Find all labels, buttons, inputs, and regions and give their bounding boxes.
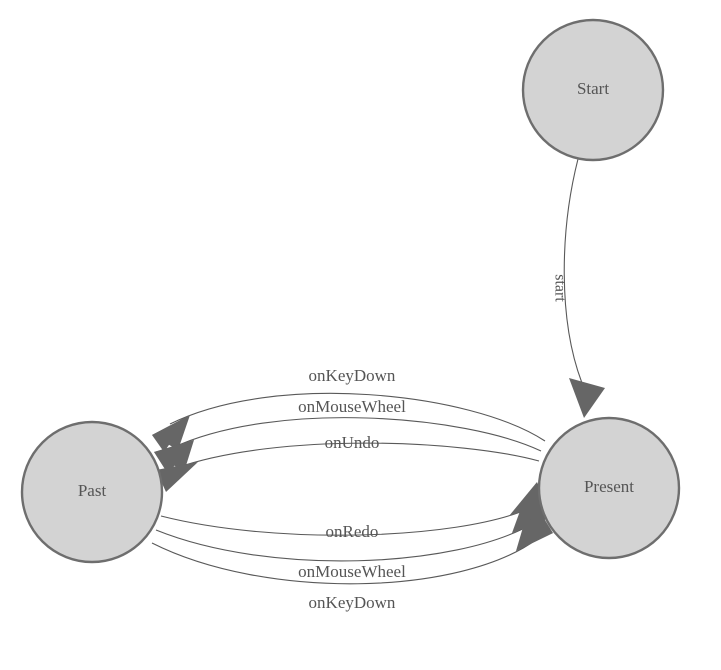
node-past-circle[interactable] [20, 420, 164, 564]
edge-path-e5 [155, 523, 533, 562]
edge-past-to-present-onredo[interactable]: onRedo [160, 482, 547, 541]
edge-arrowhead-e3 [156, 462, 198, 492]
node-present-circle[interactable] [537, 416, 681, 560]
edge-label-e2: onMouseWheel [298, 397, 406, 416]
node-present[interactable]: Present [537, 416, 681, 560]
edge-present-to-past-onundo[interactable]: onUndo [156, 433, 540, 492]
edge-past-to-present-onkeydown[interactable]: onKeyDown [151, 512, 553, 612]
edge-start-to-present[interactable]: start [551, 158, 605, 418]
edge-label-e4: onRedo [326, 522, 379, 541]
edge-past-to-present-onmousewheel[interactable]: onMouseWheel [155, 497, 549, 581]
edge-path-e3 [175, 442, 540, 469]
node-start[interactable]: Start [521, 18, 665, 162]
edge-label-e3: onUndo [325, 433, 380, 452]
edge-path-e2 [171, 417, 542, 452]
edge-path-e6 [151, 538, 538, 585]
edge-path-e1 [169, 392, 546, 442]
edge-arrowhead-e2b [154, 440, 194, 472]
edge-arrowhead-e5b [512, 500, 549, 533]
edge-arrowhead-e6b [516, 517, 553, 551]
edge-label-e1: onKeyDown [309, 366, 396, 385]
edge-label-e6: onKeyDown [309, 593, 396, 612]
edge-arrowhead-e4 [509, 482, 547, 516]
edge-arrowhead-e1b [152, 415, 190, 450]
edge-label-start: start [551, 274, 568, 302]
edge-path-e4 [160, 508, 529, 536]
edge-path-start [563, 158, 583, 384]
edge-arrowhead-start [569, 378, 605, 418]
node-group: Start Past Present [20, 18, 681, 564]
edge-present-to-past-onkeydown[interactable]: onKeyDown [152, 366, 546, 452]
node-start-circle[interactable] [521, 18, 665, 162]
edge-group: start onKeyDown onMouseWheel onUndo [151, 158, 605, 612]
edge-label-e5: onMouseWheel [298, 562, 406, 581]
node-past[interactable]: Past [20, 420, 164, 564]
